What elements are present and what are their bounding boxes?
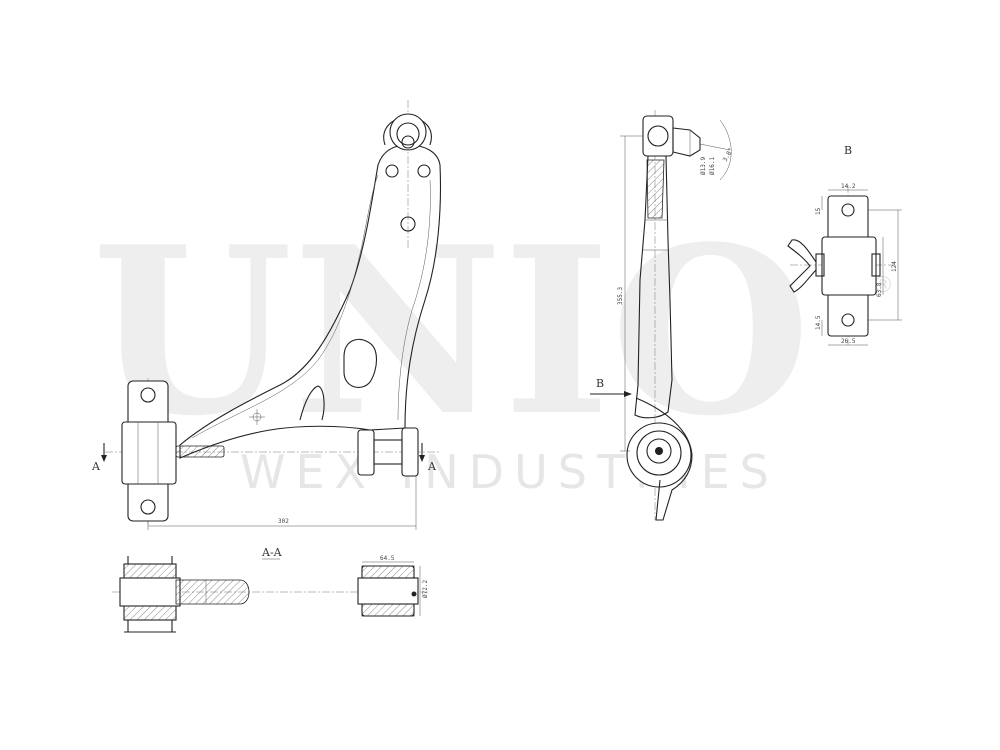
ball-joint-socket <box>396 122 420 146</box>
view-b-bush-end-left <box>815 253 825 277</box>
view-b-hole-top <box>841 203 855 217</box>
section-front-bush-top-wall <box>123 563 177 579</box>
front-bushing-bolt-top <box>140 387 156 403</box>
side-ball-stud <box>672 127 701 157</box>
lightening-hole <box>343 338 378 388</box>
section-rear-bush-length: 64.5 <box>380 555 395 562</box>
rear-bushing-body <box>373 439 403 465</box>
section-front-bush-mounts <box>124 556 176 633</box>
ball-joint-stud <box>401 135 415 149</box>
section-rear-bush-core <box>357 577 419 605</box>
view-b-inner-height: 63.8 <box>876 282 883 297</box>
view-b-title: B <box>844 144 852 157</box>
view-b: B 14.2 26.5 15 14.5 124 63.8 <box>787 144 902 346</box>
side-bushing-bore <box>655 447 663 455</box>
stiffening-rib <box>299 385 325 421</box>
front-view: A A 302 <box>91 100 442 530</box>
view-b-bush-sleeve <box>821 236 877 296</box>
view-b-shaft-stub <box>787 239 817 293</box>
view-b-hole-bottom <box>841 313 855 327</box>
watermark-brand: UNIO <box>92 197 811 467</box>
side-arm-section <box>646 159 665 219</box>
section-rear-bush-diameter: Ø72.2 <box>422 580 429 598</box>
view-b-height: 124 <box>891 261 898 272</box>
view-arrow-label: B <box>596 377 604 390</box>
rear-bushing-flange-right <box>401 427 419 477</box>
front-bushing-bolt-bottom <box>140 499 156 515</box>
overall-length-dimension: 302 <box>278 518 289 525</box>
section-rear-bush-top <box>361 565 415 579</box>
mount-hole-lower <box>400 216 416 232</box>
view-b-bottom-width: 26.5 <box>841 338 856 345</box>
side-bracket <box>635 397 693 521</box>
arm-flange-line <box>191 174 431 439</box>
view-b-bottom-offset: 14.5 <box>815 315 822 330</box>
side-ball-joint-ball <box>647 125 669 147</box>
view-b-top-width: 14.2 <box>841 183 856 190</box>
mount-hole-right <box>417 164 431 178</box>
ball-pin-dimension-2: Ø16.1 <box>709 157 716 175</box>
side-arm-profile <box>634 155 673 419</box>
arm-body-outline <box>179 144 442 459</box>
ball-pin-dimension-1: Ø13.9 <box>700 157 707 175</box>
mount-hole-left <box>385 164 399 178</box>
section-rear-bush-bottom <box>361 603 415 617</box>
section-front-bush-core <box>119 577 181 607</box>
rear-bushing-flange-left <box>357 429 375 476</box>
section-title: A-A <box>261 546 283 559</box>
view-b-bush-end-right <box>871 253 881 277</box>
ball-angle-arc <box>719 119 732 181</box>
side-height-dimension: 355.3 <box>617 287 624 305</box>
view-b-top-offset: 15 <box>815 207 822 215</box>
section-marker-right: A <box>427 460 437 473</box>
watermark-subtitle: WEX INDUSTRIES <box>240 445 779 499</box>
side-bushing-rubber <box>636 430 682 476</box>
threaded-shaft <box>175 445 225 458</box>
front-bushing-sleeve <box>121 421 177 485</box>
section-a-a: A-A 64.5 Ø72.2 <box>112 546 430 633</box>
side-view: Ø13.9 Ø16.1 3.8° 355.3 B <box>590 110 735 521</box>
section-front-bush-bottom-wall <box>123 605 177 621</box>
section-shaft <box>175 579 250 605</box>
section-marker-left: A <box>91 460 101 473</box>
ball-angle-dimension: 3.8° <box>722 147 735 163</box>
